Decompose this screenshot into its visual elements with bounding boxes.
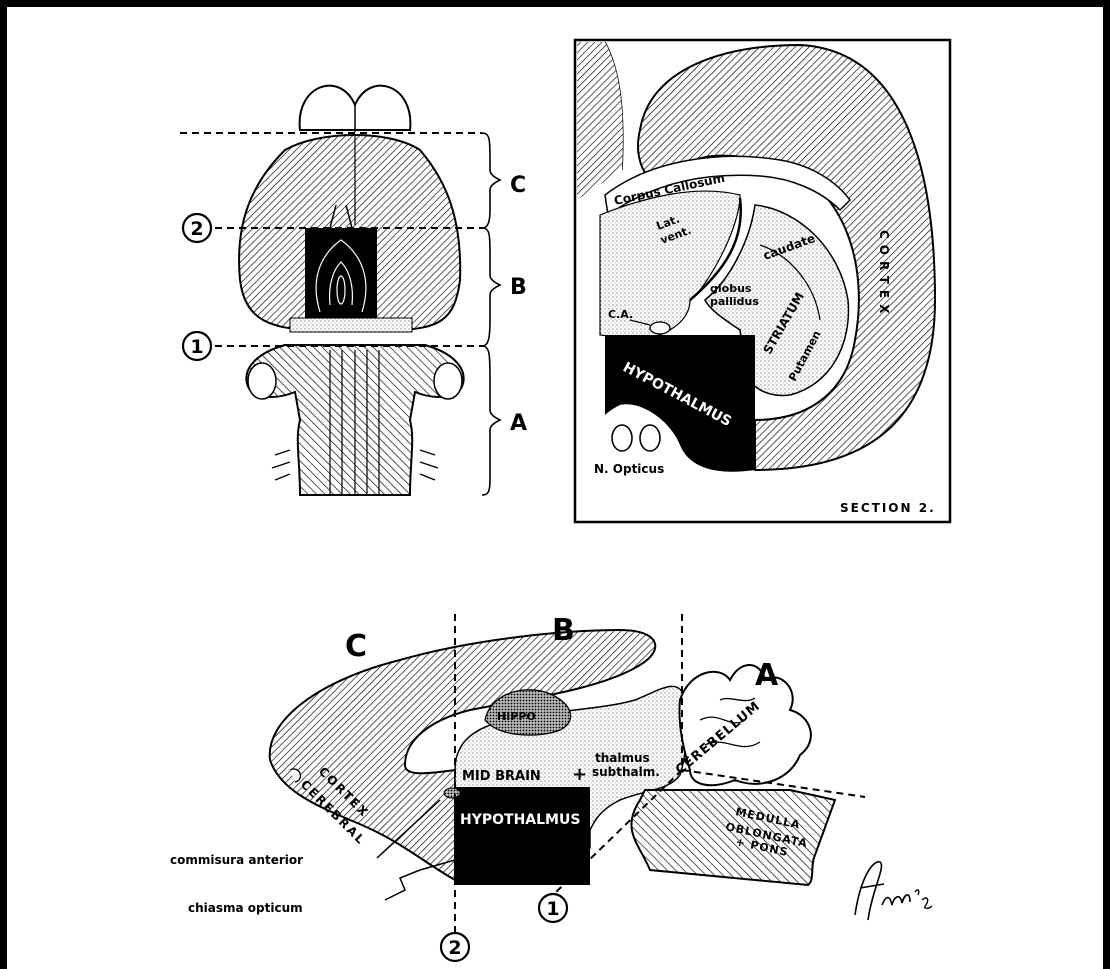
dorsal-marker-2: 2 (183, 214, 211, 242)
sagittal-marker-2: 2 (441, 933, 469, 961)
label-hypothalmus-sagittal: HYPOTHALMUS (460, 812, 580, 828)
dorsal-label-a: A (510, 411, 527, 436)
label-thalmus: thalmus (595, 751, 650, 765)
sagittal-label-b: B (552, 613, 575, 648)
svg-text:2: 2 (190, 218, 203, 240)
label-plus: + (572, 764, 587, 785)
dorsal-label-c: C (510, 173, 526, 198)
dorsal-region-brackets (482, 133, 500, 495)
label-ca: C.A. (608, 308, 633, 321)
label-subthalm: subthalm. (592, 765, 660, 779)
sagittal-label-a: A (755, 658, 779, 693)
label-hippo: HIPPO (497, 710, 536, 723)
sagittal-label-c: C (345, 629, 367, 664)
section-2-caption: SECTION 2. (840, 501, 936, 515)
label-mid-brain: MID BRAIN (462, 769, 541, 784)
svg-text:1: 1 (546, 898, 559, 920)
label-n-opticus: N. Opticus (594, 462, 664, 476)
svg-text:1: 1 (190, 336, 203, 358)
label-pallidus: pallidus (710, 295, 759, 308)
svg-text:2: 2 (448, 937, 461, 959)
dorsal-brain-view (239, 86, 464, 495)
section-2-panel: Corpus Callosum Lat. vent. caudate globu… (575, 40, 950, 522)
label-commisura-anterior: commisura anterior (170, 853, 303, 867)
label-cortex: CORTEX (877, 230, 891, 319)
dorsal-marker-1: 1 (183, 332, 211, 360)
artist-signature (855, 862, 932, 920)
label-globus: globus (710, 282, 752, 295)
label-chiasma-opticum: chiasma opticum (188, 901, 303, 915)
dorsal-label-b: B (510, 275, 527, 300)
sagittal-marker-1: 1 (539, 894, 567, 922)
